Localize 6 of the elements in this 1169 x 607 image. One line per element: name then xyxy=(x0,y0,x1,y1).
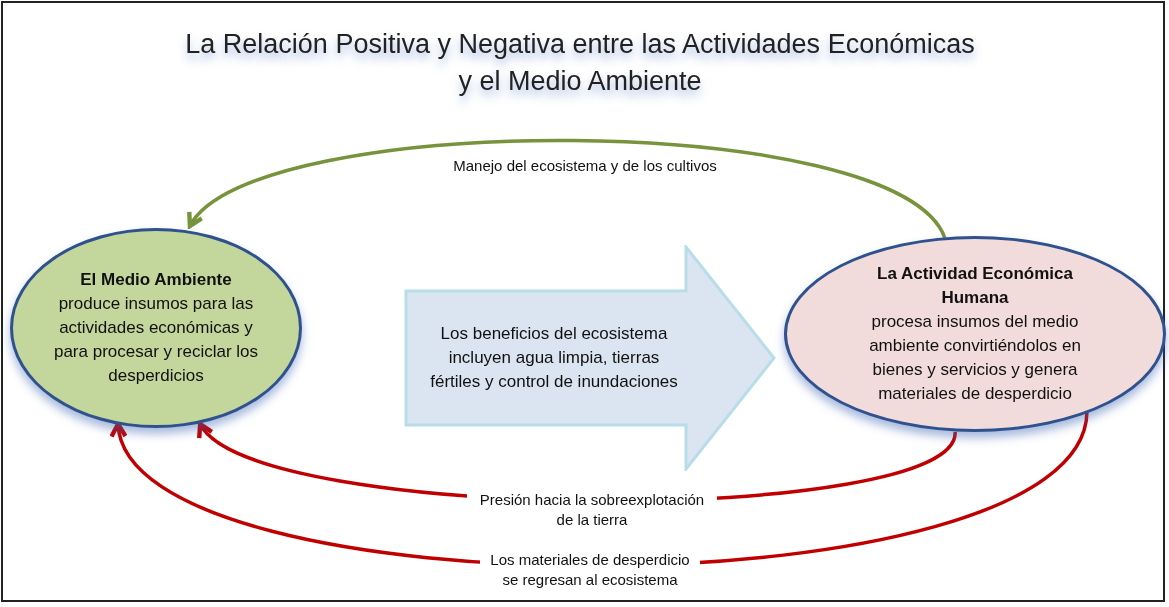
title: La Relación Positiva y Negativa entre las Actividades Económicas y el Medio Ambiente xyxy=(184,28,976,98)
node-text: Los beneficios del ecosistema incluyen agua limpia, tierras fértiles y control de inundaciones xyxy=(429,323,679,393)
node-text: produce insumos para las actividades económicas y para procesar y reciclar los desperdicios xyxy=(52,293,260,387)
node-text: procesa insumos del medio ambiente convirtiéndolos en bienes y servicios y genera materiales de desperdicio xyxy=(868,311,1082,405)
block-arrow xyxy=(404,245,776,471)
node-heading: El Medio Ambiente xyxy=(80,269,232,291)
